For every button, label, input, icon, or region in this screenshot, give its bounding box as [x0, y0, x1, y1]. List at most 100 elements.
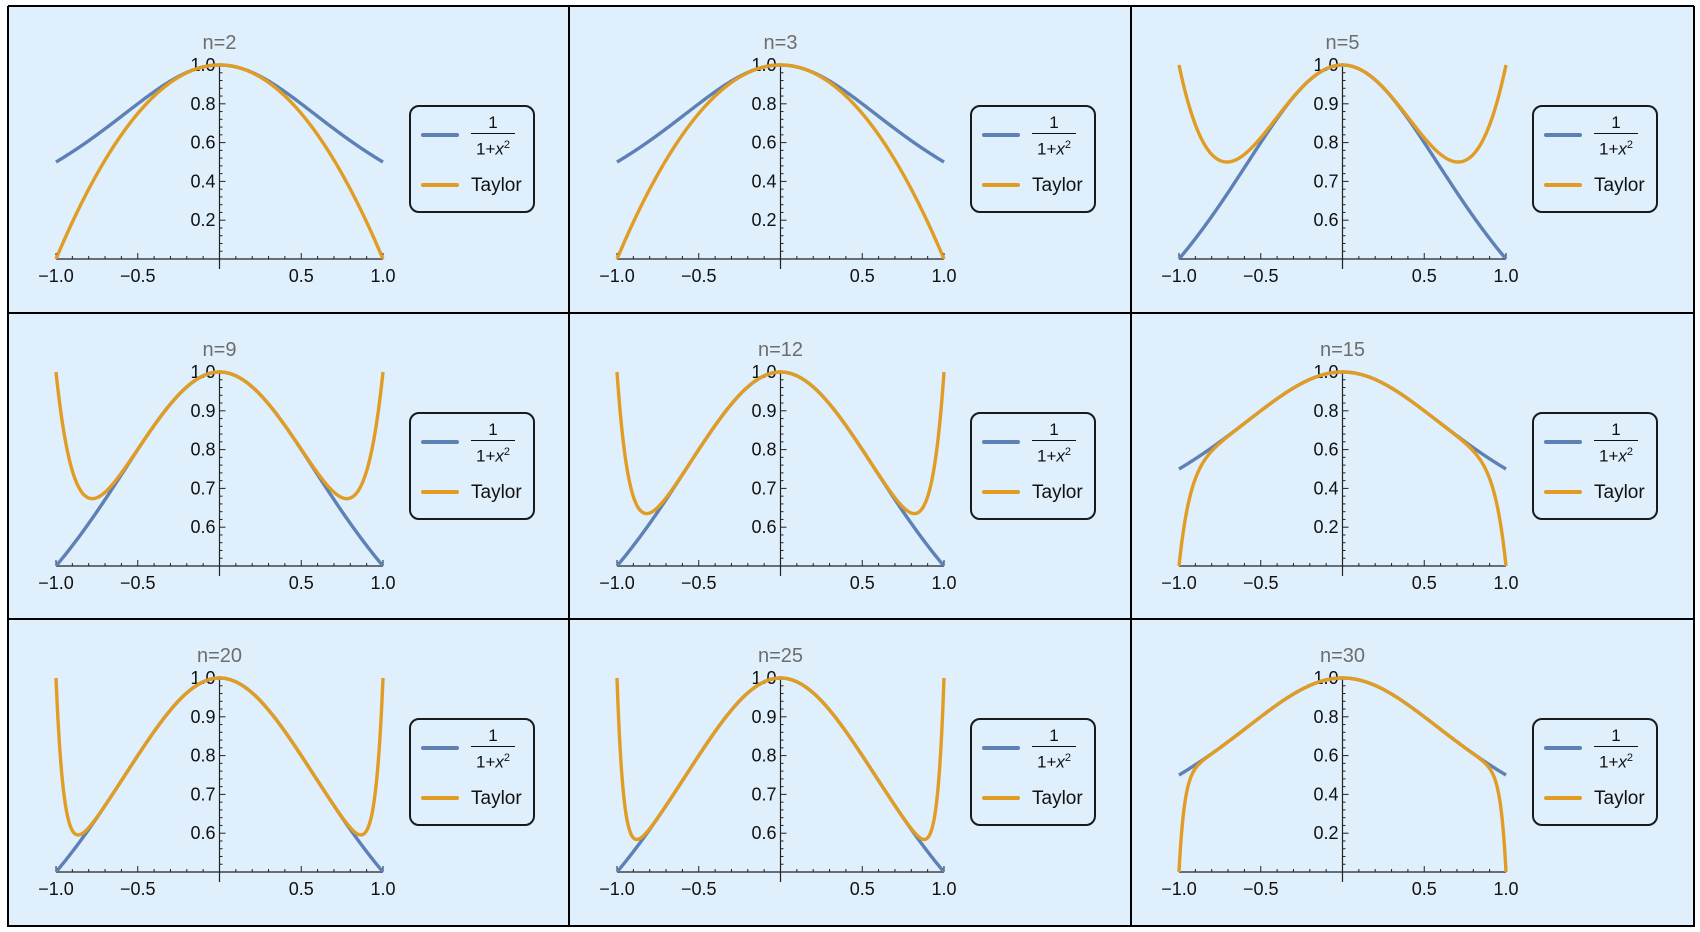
legend-swatch [982, 440, 1020, 444]
legend-entry-taylor: Taylor [982, 776, 1088, 820]
legend-swatch [421, 183, 459, 187]
y-tick-label: 0.7 [190, 478, 215, 498]
x-tick-label: −1.0 [38, 573, 74, 593]
taylor-curve [54, 676, 385, 837]
legend-numerator: 1 [471, 726, 515, 747]
legend-entry-exact: 1 1+x2 [421, 420, 527, 466]
x-tick-label: 1.0 [1493, 266, 1518, 286]
legend-label-taylor: Taylor [471, 788, 522, 809]
y-tick-label: 0.8 [190, 94, 215, 114]
y-tick-label: 0.8 [1313, 133, 1338, 153]
x-tick-label: −1.0 [38, 266, 74, 286]
legend-swatch [1544, 490, 1582, 494]
x-tick-label: −1.0 [1161, 266, 1197, 286]
x-tick-label: −0.5 [1243, 879, 1279, 899]
legend-entry-taylor: Taylor [421, 470, 527, 514]
plot-title: n=3 [764, 32, 798, 54]
plot-title: n=12 [758, 339, 803, 361]
x-tick-label: 1.0 [931, 266, 956, 286]
x-tick-label: −0.5 [681, 266, 717, 286]
y-tick-label: 0.9 [190, 401, 215, 421]
x-tick-label: −0.5 [681, 879, 717, 899]
legend-swatch [1544, 746, 1582, 750]
x-tick-label: 0.5 [1412, 573, 1437, 593]
grid-divider [8, 925, 1694, 927]
y-tick-label: 0.4 [1313, 478, 1338, 498]
y-tick-label: 0.8 [1313, 707, 1338, 727]
y-tick-label: 1.0 [1313, 55, 1338, 75]
legend-entry-taylor: Taylor [421, 163, 527, 207]
legend-label-taylor: Taylor [1032, 788, 1083, 809]
y-tick-label: 0.7 [1313, 171, 1338, 191]
y-tick-label: 1.0 [190, 668, 215, 688]
legend-label-taylor: Taylor [471, 482, 522, 503]
legend-label-taylor: Taylor [471, 175, 522, 196]
y-tick-label: 0.6 [1313, 210, 1338, 230]
x-tick-label: −0.5 [1243, 573, 1279, 593]
y-tick-label: 0.6 [190, 133, 215, 153]
legend-numerator: 1 [1032, 420, 1076, 441]
y-tick-label: 1.0 [751, 668, 776, 688]
legend-numerator: 1 [471, 420, 515, 441]
legend-denominator: 1+x2 [1598, 139, 1633, 159]
plot-title: n=9 [203, 339, 237, 361]
legend-label-taylor: Taylor [1594, 788, 1645, 809]
grid-divider [7, 6, 9, 927]
y-tick-label: 0.8 [190, 440, 215, 460]
legend-swatch [982, 796, 1020, 800]
x-tick-label: 0.5 [289, 879, 314, 899]
plot-title: n=25 [758, 645, 803, 667]
y-tick-label: 0.7 [751, 784, 776, 804]
grid-divider [568, 6, 570, 927]
y-tick-label: 0.7 [751, 478, 776, 498]
x-tick-label: 1.0 [1493, 879, 1518, 899]
grid-divider [8, 618, 1694, 620]
taylor-curve [1177, 676, 1508, 872]
legend-entry-taylor: Taylor [982, 163, 1088, 207]
y-tick-label: 0.8 [751, 94, 776, 114]
plot-title: n=30 [1320, 645, 1365, 667]
taylor-curve [615, 676, 946, 842]
legend-numerator: 1 [471, 113, 515, 134]
y-tick-label: 0.4 [751, 171, 776, 191]
grid-divider [1693, 6, 1695, 927]
x-tick-label: 0.5 [1412, 879, 1437, 899]
taylor-curve [1177, 370, 1508, 566]
x-tick-label: 1.0 [370, 879, 395, 899]
legend-denominator: 1+x2 [475, 139, 510, 159]
legend-denominator: 1+x2 [1036, 752, 1071, 772]
legend-swatch [982, 133, 1020, 137]
y-tick-label: 0.9 [751, 707, 776, 727]
legend-swatch [982, 746, 1020, 750]
legend-numerator: 1 [1594, 726, 1638, 747]
taylor-curve [54, 63, 385, 259]
legend-swatch [421, 490, 459, 494]
x-tick-label: 0.5 [289, 573, 314, 593]
y-tick-label: 0.2 [1313, 517, 1338, 537]
taylor-curve [54, 370, 385, 501]
legend-denominator: 1+x2 [475, 446, 510, 466]
legend-swatch [1544, 133, 1582, 137]
x-tick-label: −0.5 [1243, 266, 1279, 286]
y-tick-label: 0.9 [751, 401, 776, 421]
legend-label-taylor: Taylor [1032, 175, 1083, 196]
legend-label-taylor: Taylor [1032, 482, 1083, 503]
y-tick-label: 0.8 [751, 746, 776, 766]
